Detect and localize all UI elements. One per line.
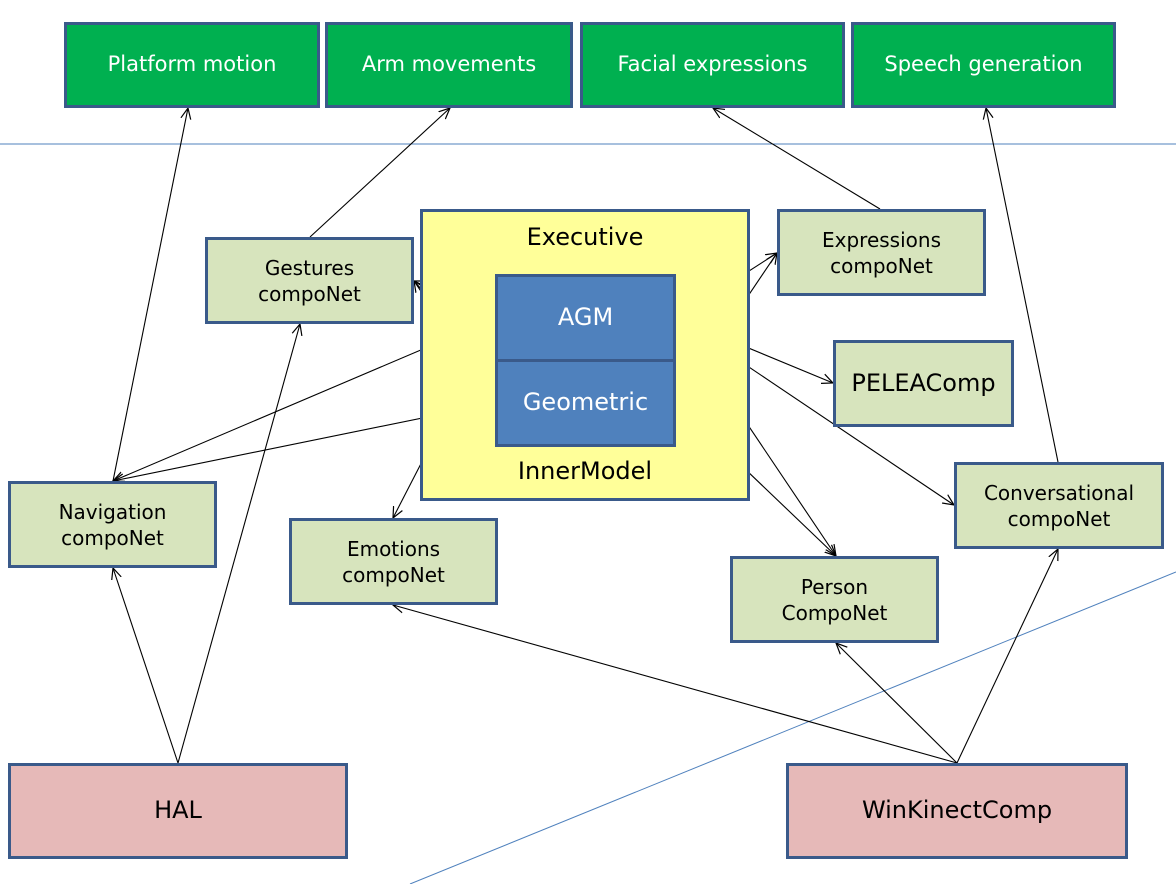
arm-movements-box: Arm movements xyxy=(325,22,573,108)
edge-gestures-to-arm_movements xyxy=(309,108,450,238)
person-label-line2: CompoNet xyxy=(781,600,888,625)
navigation-component: Navigation compoNet xyxy=(8,481,217,568)
person-label-line1: Person xyxy=(800,574,869,599)
conversational-label-line1: Conversational xyxy=(983,480,1135,505)
edge-expressions-to-facial_expressions xyxy=(713,108,881,210)
pelea-component: PELEAComp xyxy=(833,340,1014,427)
speech-generation-label: Speech generation xyxy=(884,52,1083,77)
innermodel-label: InnerModel xyxy=(517,457,653,485)
executive-label: Executive xyxy=(526,223,644,251)
agm-label: AGM xyxy=(557,303,614,332)
conversational-component: Conversational compoNet xyxy=(954,462,1164,549)
winkinect-label: WinKinectComp xyxy=(861,796,1053,825)
conversational-label-line2: compoNet xyxy=(1007,506,1111,531)
person-component: Person CompoNet xyxy=(730,556,939,643)
platform-motion-label: Platform motion xyxy=(107,52,277,77)
speech-generation-box: Speech generation xyxy=(851,22,1116,108)
pelea-label: PELEAComp xyxy=(851,368,996,397)
edge-navigation-to-platform_motion xyxy=(112,108,188,482)
hal-label: HAL xyxy=(154,796,202,825)
emotions-label-line1: Emotions xyxy=(346,536,441,561)
edge-conversational-to-speech_generation xyxy=(986,108,1059,463)
emotions-component: Emotions compoNet xyxy=(289,518,498,605)
gestures-component: Gestures compoNet xyxy=(205,237,414,324)
edge-winkinect-to-person xyxy=(836,643,958,764)
arm-movements-label: Arm movements xyxy=(361,52,537,77)
hal-box: HAL xyxy=(8,763,348,859)
winkinect-box: WinKinectComp xyxy=(786,763,1128,859)
gestures-label-line1: Gestures xyxy=(264,255,355,280)
expressions-component: Expressions compoNet xyxy=(777,209,986,296)
geometric-label: Geometric xyxy=(522,388,649,417)
navigation-label-line1: Navigation xyxy=(58,499,167,524)
geometric-box: Geometric xyxy=(495,359,676,447)
facial-expressions-label: Facial expressions xyxy=(617,52,808,77)
emotions-label-line2: compoNet xyxy=(342,562,445,587)
facial-expressions-box: Facial expressions xyxy=(580,22,845,108)
separator-line-diagonal xyxy=(409,571,1176,884)
platform-motion-box: Platform motion xyxy=(64,22,320,108)
edge-hal-to-navigation xyxy=(113,568,179,764)
expressions-label-line2: compoNet xyxy=(830,253,933,278)
edge-winkinect-to-conversational xyxy=(956,549,1058,764)
navigation-label-line2: compoNet xyxy=(61,525,164,550)
gestures-label-line2: compoNet xyxy=(258,281,361,306)
edge-winkinect-to-emotions xyxy=(393,605,958,764)
expressions-label-line1: Expressions xyxy=(822,227,941,252)
agm-box: AGM xyxy=(495,274,676,362)
